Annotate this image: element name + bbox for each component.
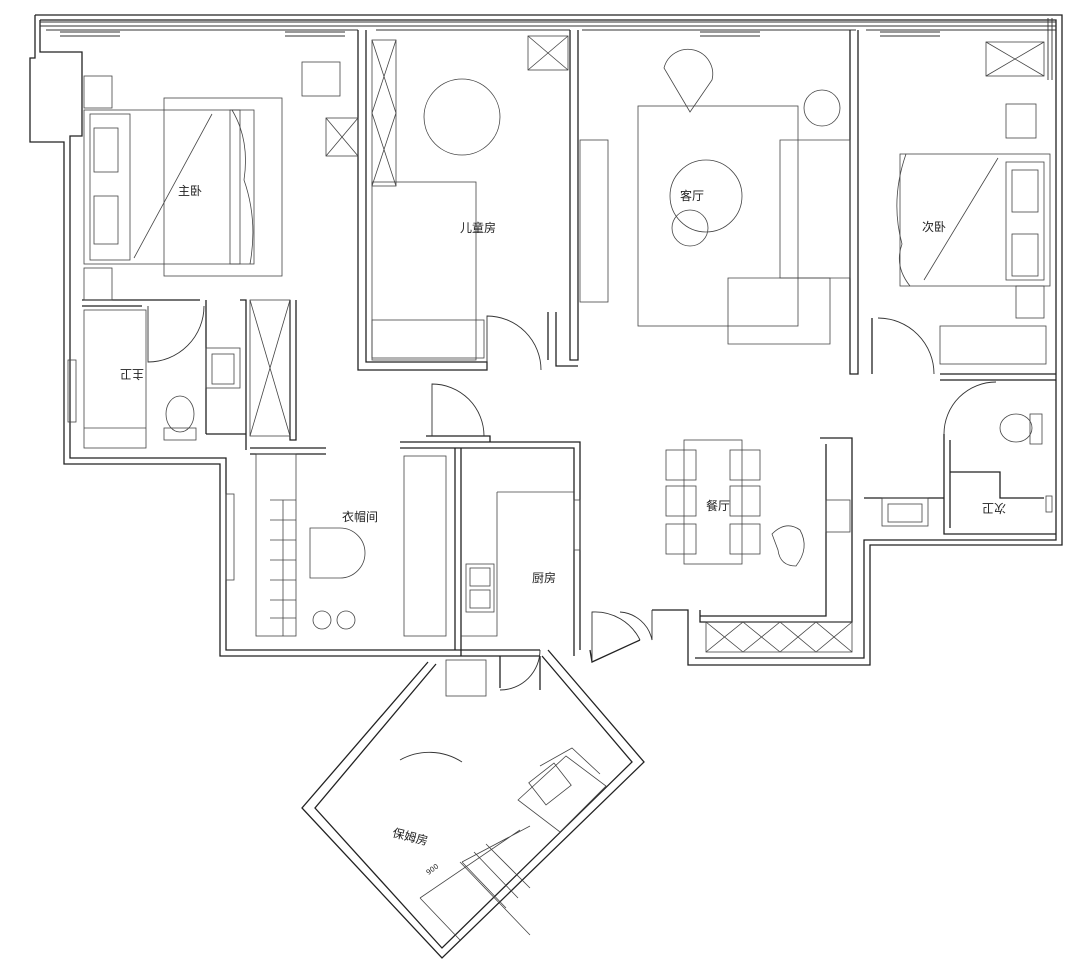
label-dining-room: 餐厅	[706, 498, 730, 513]
label-kitchen: 厨房	[532, 570, 556, 585]
label-guest-bath: 次卫	[982, 501, 1006, 515]
master-bedroom-furniture	[83, 61, 359, 301]
dining-furniture	[665, 439, 853, 653]
master-bath-fixtures	[67, 299, 291, 449]
label-dimension: 900	[425, 862, 441, 876]
room-labels: 主卧 儿童房 客厅 次卧 主卫 衣帽间 厨房 餐厅 次卫 保姆房 900	[120, 184, 1006, 877]
doors	[147, 305, 997, 763]
outer-walls	[29, 14, 1063, 959]
second-bedroom-furniture	[896, 41, 1051, 365]
kitchen-fixtures	[445, 491, 581, 697]
label-cloakroom: 衣帽间	[342, 509, 378, 524]
cloakroom-fixtures	[225, 453, 447, 637]
label-living-room: 客厅	[680, 188, 704, 203]
guest-bath-fixtures	[881, 413, 1053, 527]
label-kids-room: 儿童房	[460, 220, 496, 235]
label-second-bedroom: 次卧	[922, 220, 946, 234]
label-master-bath: 主卫	[120, 367, 144, 381]
label-master-bedroom: 主卧	[178, 184, 202, 198]
nanny-room-fixtures	[419, 747, 607, 941]
kids-room-furniture	[371, 35, 609, 361]
living-room-furniture	[637, 48, 851, 345]
windows-top	[40, 18, 1056, 80]
label-nanny-room: 保姆房	[391, 825, 430, 848]
interior-walls	[82, 30, 1056, 690]
